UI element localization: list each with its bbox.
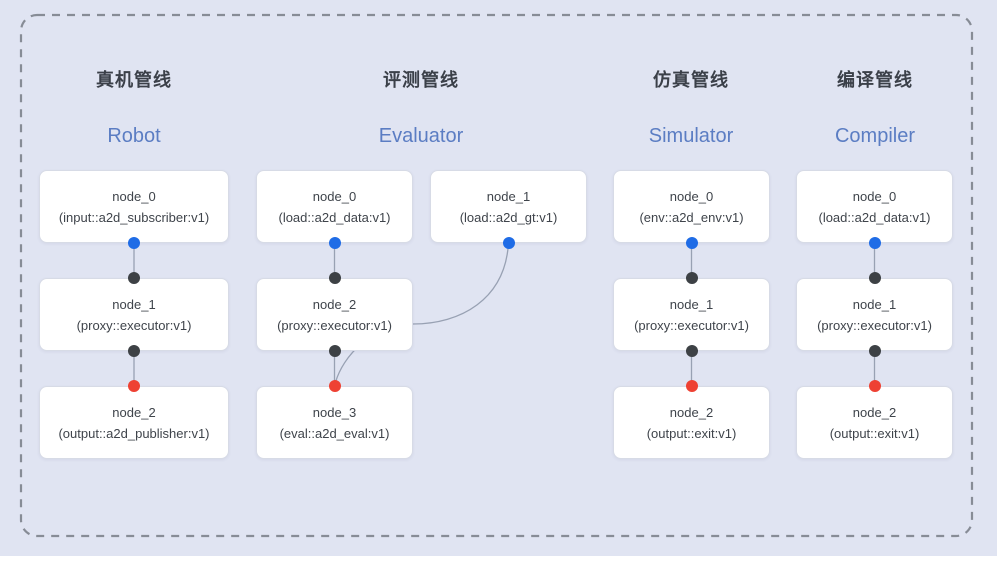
pipeline-title-en-robot: Robot [107, 125, 161, 147]
node-name-label: node_1 [852, 296, 897, 312]
port-dot-blue-compiler.node_0 [868, 237, 881, 249]
node-box-evaluator-node_0: node_0(load::a2d_data:v1) [256, 170, 413, 243]
node-type-label: (proxy::executor:v1) [277, 317, 392, 333]
node-type-label: (proxy::executor:v1) [76, 317, 192, 333]
node-type-label: (eval::a2d_eval:v1) [279, 425, 390, 441]
port-dot-black-compiler.node_1 [868, 272, 881, 284]
port-dot-black-robot.node_1 [128, 345, 140, 357]
port-dot-blue-evaluator.node_1 [502, 237, 515, 249]
port-dot-blue-robot.node_0 [128, 237, 140, 249]
pipeline-title-en-evaluator: Evaluator [378, 125, 464, 147]
node-name-label: node_0 [312, 188, 357, 204]
node-box-simulator-node_2: node_2(output::exit:v1) [613, 386, 770, 459]
pipeline-title-en-compiler: Compiler [834, 125, 916, 147]
port-dot-red-evaluator.node_3 [328, 380, 341, 392]
node-name-label: node_0 [852, 188, 897, 204]
pipeline-title-en-simulator: Simulator [648, 125, 734, 147]
port-dot-black-compiler.node_1 [868, 345, 881, 357]
node-box-evaluator-node_1: node_1(load::a2d_gt:v1) [430, 170, 587, 243]
node-name-label: node_2 [669, 404, 714, 420]
dashed-frame [19, 13, 974, 538]
node-box-simulator-node_1: node_1(proxy::executor:v1) [613, 278, 770, 351]
node-name-label: node_1 [669, 296, 714, 312]
node-type-label: (load::a2d_data:v1) [278, 209, 391, 225]
node-name-label: node_3 [312, 404, 357, 420]
node-type-label: (load::a2d_gt:v1) [459, 209, 558, 225]
node-type-label: (output::exit:v1) [829, 425, 920, 441]
edge-evaluator.node_1-to-evaluator.node_3 [333, 242, 510, 387]
node-name-label: node_0 [112, 188, 156, 204]
port-dot-black-evaluator.node_2 [328, 345, 341, 357]
port-dot-black-simulator.node_1 [685, 345, 698, 357]
port-dot-black-evaluator.node_2 [328, 272, 341, 284]
node-type-label: (input::a2d_subscriber:v1) [58, 209, 210, 225]
port-dot-red-simulator.node_2 [685, 380, 698, 392]
node-box-robot-node_0: node_0(input::a2d_subscriber:v1) [39, 170, 229, 243]
node-name-label: node_1 [486, 188, 531, 204]
node-box-compiler-node_1: node_1(proxy::executor:v1) [796, 278, 953, 351]
node-box-compiler-node_0: node_0(load::a2d_data:v1) [796, 170, 953, 243]
port-dot-blue-evaluator.node_0 [328, 237, 341, 249]
node-type-label: (proxy::executor:v1) [634, 317, 749, 333]
port-dot-black-simulator.node_1 [685, 272, 698, 284]
port-dot-black-robot.node_1 [128, 272, 140, 284]
pipeline-title-cn-robot: 真机管线 [96, 70, 172, 90]
node-name-label: node_0 [669, 188, 714, 204]
port-dot-red-robot.node_2 [128, 380, 140, 392]
node-type-label: (proxy::executor:v1) [817, 317, 932, 333]
port-dot-red-compiler.node_2 [868, 380, 881, 392]
node-box-simulator-node_0: node_0(env::a2d_env:v1) [613, 170, 770, 243]
node-name-label: node_1 [112, 296, 156, 312]
node-type-label: (output::exit:v1) [646, 425, 737, 441]
node-box-evaluator-node_3: node_3(eval::a2d_eval:v1) [256, 386, 413, 459]
node-name-label: node_2 [312, 296, 357, 312]
node-box-evaluator-node_2: node_2(proxy::executor:v1) [256, 278, 413, 351]
node-type-label: (env::a2d_env:v1) [639, 209, 744, 225]
pipeline-title-cn-simulator: 仿真管线 [653, 70, 729, 90]
node-name-label: node_2 [852, 404, 897, 420]
node-type-label: (load::a2d_data:v1) [818, 209, 931, 225]
node-name-label: node_2 [112, 404, 156, 420]
port-dot-blue-simulator.node_0 [685, 237, 698, 249]
node-box-compiler-node_2: node_2(output::exit:v1) [796, 386, 953, 459]
node-box-robot-node_1: node_1(proxy::executor:v1) [39, 278, 229, 351]
pipeline-title-cn-evaluator: 评测管线 [383, 70, 459, 90]
pipeline-title-cn-compiler: 编译管线 [837, 70, 913, 90]
node-type-label: (output::a2d_publisher:v1) [58, 425, 210, 441]
node-box-robot-node_2: node_2(output::a2d_publisher:v1) [39, 386, 229, 459]
